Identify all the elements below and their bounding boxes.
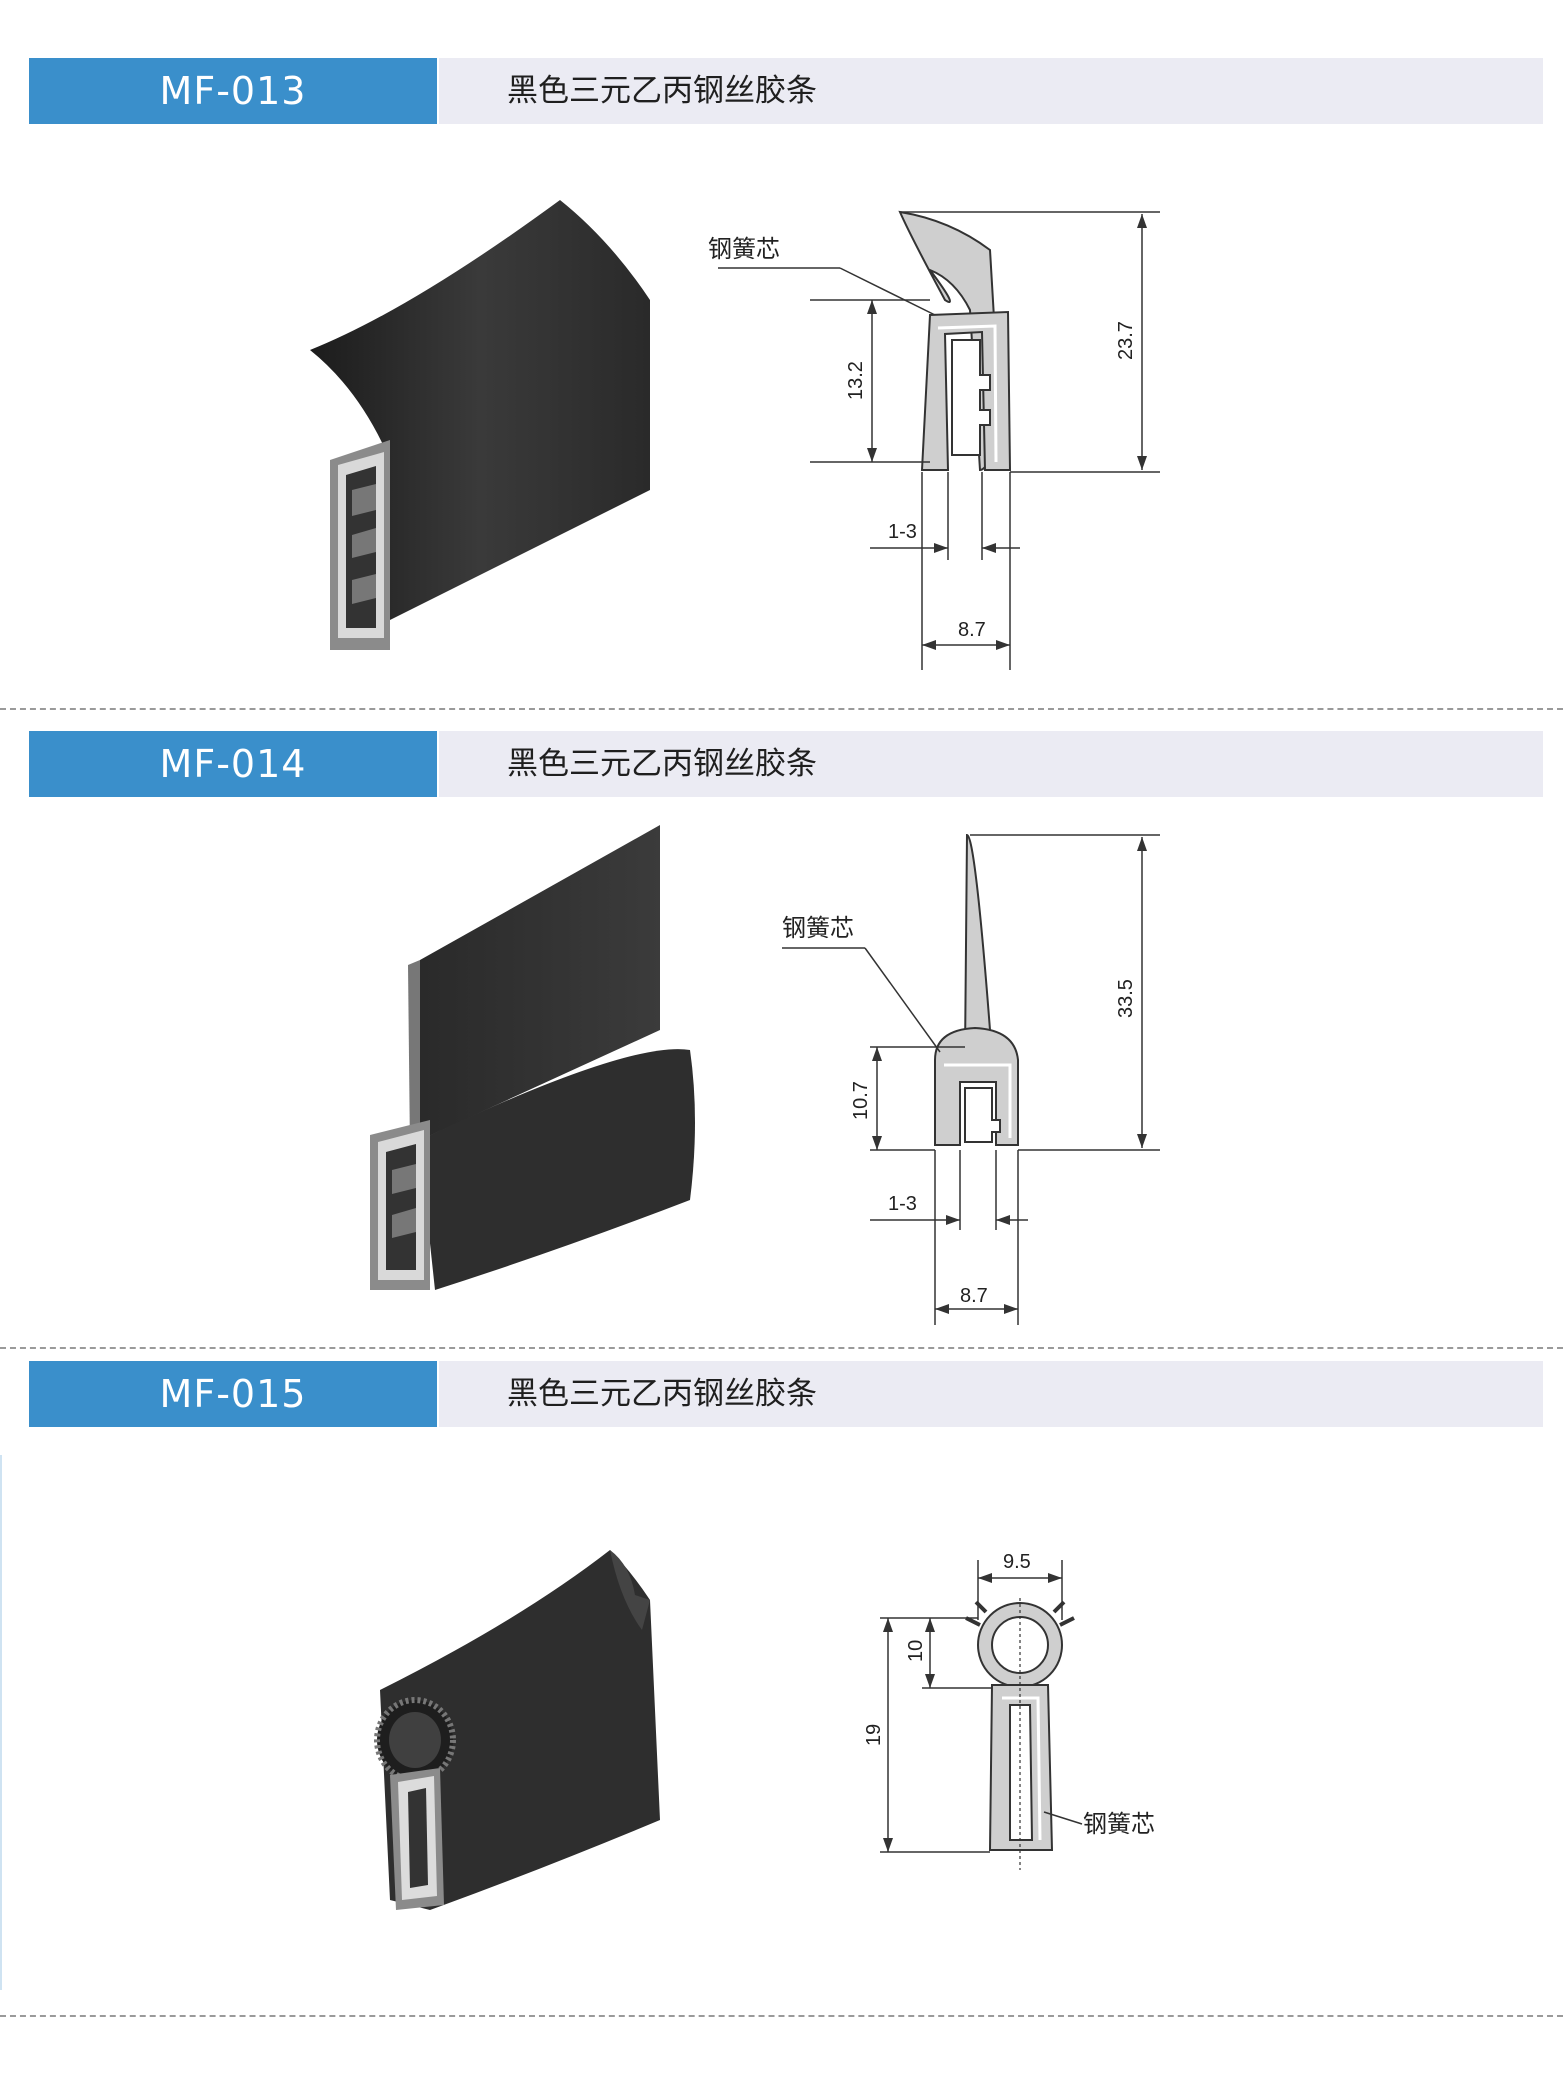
gap-dim: 1-3 xyxy=(888,1193,917,1215)
product-code: MF-013 xyxy=(29,58,437,124)
product-title: 黑色三元乙丙钢丝胶条 xyxy=(439,58,1543,124)
product-title: 黑色三元乙丙钢丝胶条 xyxy=(439,731,1543,797)
section-divider xyxy=(0,2015,1563,2017)
profile-drawing: 9.5 10 19 钢簧芯 xyxy=(863,1551,1155,1870)
section-header: MF-015 黑色三元乙丙钢丝胶条 xyxy=(29,1361,1543,1427)
product-section-mf-014: MF-014 黑色三元乙丙钢丝胶条 xyxy=(0,731,1563,1349)
clip-height-dim: 10.7 xyxy=(850,1081,872,1120)
profile-drawing: 23.7 13.2 1-3 8.7 钢簧芯 xyxy=(708,210,1160,670)
width-dim: 8.7 xyxy=(958,619,986,641)
section-header: MF-013 黑色三元乙丙钢丝胶条 xyxy=(29,58,1543,124)
gap-dim: 1-3 xyxy=(888,521,917,543)
overall-height-dim: 19 xyxy=(863,1724,885,1746)
bulb-width-dim: 9.5 xyxy=(1003,1551,1031,1573)
bulb-height-dim: 10 xyxy=(905,1640,927,1662)
product-image xyxy=(370,825,695,1290)
clip-height-dim: 13.2 xyxy=(845,361,867,400)
left-edge-strip xyxy=(0,1455,2,1990)
section-divider xyxy=(0,708,1563,710)
width-dim: 8.7 xyxy=(960,1285,988,1307)
product-title: 黑色三元乙丙钢丝胶条 xyxy=(439,1361,1543,1427)
section-header: MF-014 黑色三元乙丙钢丝胶条 xyxy=(29,731,1543,797)
callout-label: 钢簧芯 xyxy=(708,236,780,263)
callout-label: 钢簧芯 xyxy=(782,915,854,942)
overall-height-dim: 23.7 xyxy=(1115,321,1137,360)
profile-drawing: 33.5 10.7 1-3 8.7 钢簧芯 xyxy=(782,833,1160,1325)
product-code: MF-015 xyxy=(29,1361,437,1427)
product-image xyxy=(310,200,650,650)
product-image xyxy=(374,1550,660,1910)
section-divider xyxy=(0,1347,1563,1349)
callout-label: 钢簧芯 xyxy=(1083,1811,1155,1838)
product-section-mf-013: MF-013 黑色三元乙丙钢丝胶条 xyxy=(0,0,1563,710)
overall-height-dim: 33.5 xyxy=(1115,979,1137,1018)
product-code: MF-014 xyxy=(29,731,437,797)
